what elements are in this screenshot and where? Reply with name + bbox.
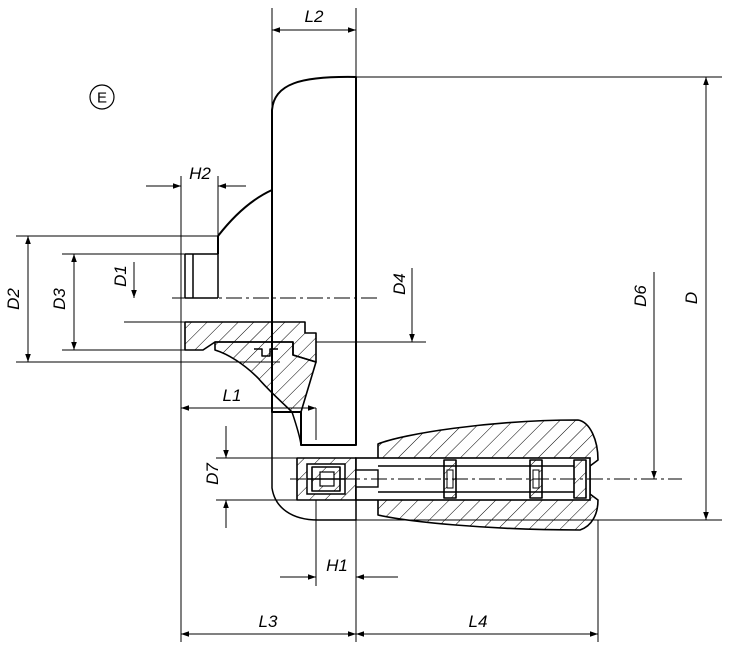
rim-inner-lines [272, 411, 302, 446]
view-marker-e: E [89, 84, 115, 110]
label-l4: L4 [469, 612, 488, 631]
dimension-labels: L2 H2 D2 D3 D1 D4 D6 D L1 D7 H1 L3 L4 [4, 7, 701, 631]
label-d6: D6 [631, 285, 650, 307]
label-l3: L3 [259, 612, 278, 631]
hub [184, 189, 273, 299]
label-l1: L1 [223, 386, 242, 405]
label-d: D [682, 292, 701, 304]
center-lines [172, 297, 682, 480]
label-d2: D2 [4, 288, 23, 310]
crank-handle-hatched [355, 419, 599, 531]
wheel-rim [271, 75, 357, 521]
label-h2: H2 [189, 164, 211, 183]
label-d7: D7 [203, 463, 222, 485]
view-marker-label: E [97, 90, 107, 107]
extension-lines [16, 8, 722, 642]
label-d3: D3 [50, 288, 69, 310]
label-d1: D1 [111, 265, 130, 287]
label-l2: L2 [305, 7, 324, 26]
label-d4: D4 [390, 273, 409, 295]
label-h1: H1 [326, 556, 348, 575]
dimension-lines [25, 27, 709, 637]
